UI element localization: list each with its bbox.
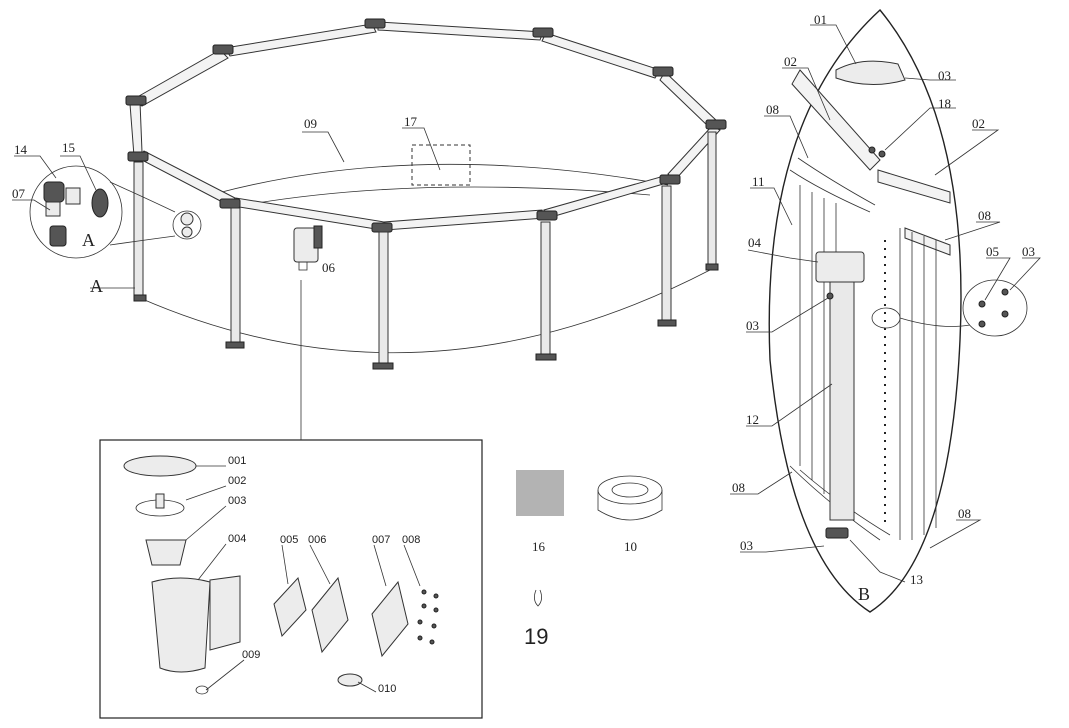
label-009: 009 [242, 649, 260, 661]
label-12: 12 [746, 412, 759, 427]
label-04: 04 [748, 235, 762, 250]
top-cap-01 [835, 60, 906, 86]
part-19-hook [534, 589, 542, 607]
detail-b [768, 8, 1028, 613]
label-detail-a2: A [90, 276, 103, 296]
connector-04 [815, 251, 865, 283]
part-labels: 14 15 07 A A 09 17 06 01 02 03 18 02 08 … [12, 12, 1035, 695]
label-003: 003 [228, 495, 246, 507]
top-caps [125, 18, 727, 233]
skimmer-on-wall [293, 225, 323, 271]
label-15: 15 [62, 140, 75, 155]
label-002: 002 [228, 475, 246, 487]
label-02b: 02 [972, 116, 985, 131]
label-08d: 08 [958, 506, 971, 521]
label-010: 010 [378, 683, 396, 695]
wall-fittings [172, 210, 202, 240]
label-005: 005 [280, 534, 298, 546]
upright-12 [829, 269, 855, 521]
label-02a: 02 [784, 54, 797, 69]
pool-main-view [125, 18, 727, 370]
top-rails [129, 21, 721, 231]
label-08b: 08 [978, 208, 991, 223]
label-10: 10 [624, 539, 637, 554]
label-09: 09 [304, 116, 317, 131]
label-05: 05 [986, 244, 999, 259]
detail-box-17 [411, 144, 471, 186]
bottom-plate-13 [825, 527, 849, 539]
label-19: 19 [524, 624, 548, 649]
label-006: 006 [308, 534, 326, 546]
label-17: 17 [404, 114, 418, 129]
pool-liner [217, 163, 669, 194]
label-07: 07 [12, 186, 26, 201]
label-001: 001 [228, 455, 246, 467]
label-13: 13 [910, 572, 923, 587]
label-03a: 03 [938, 68, 951, 83]
label-03d: 03 [740, 538, 753, 553]
label-007: 007 [372, 534, 390, 546]
label-008: 008 [402, 534, 420, 546]
wall-panels [789, 157, 937, 541]
label-14: 14 [14, 142, 28, 157]
part-16-swatch [516, 470, 564, 516]
part-10-tape [597, 475, 663, 521]
label-detail-a1: A [82, 230, 95, 250]
label-004: 004 [228, 533, 246, 545]
label-03c: 03 [746, 318, 759, 333]
label-11: 11 [752, 174, 765, 189]
bottom-feet [133, 263, 719, 370]
detail-a [29, 165, 176, 259]
leader-lines [12, 24, 1041, 693]
screws-008 [417, 589, 439, 645]
label-03b: 03 [1022, 244, 1035, 259]
label-detail-b: B [858, 584, 870, 604]
skimmer-exploded-view [99, 280, 483, 719]
label-08a: 08 [766, 102, 779, 117]
uprights [133, 131, 717, 365]
label-18: 18 [938, 96, 951, 111]
label-16: 16 [532, 539, 546, 554]
label-08c: 08 [732, 480, 745, 495]
label-06: 06 [322, 260, 336, 275]
label-01: 01 [814, 12, 827, 27]
